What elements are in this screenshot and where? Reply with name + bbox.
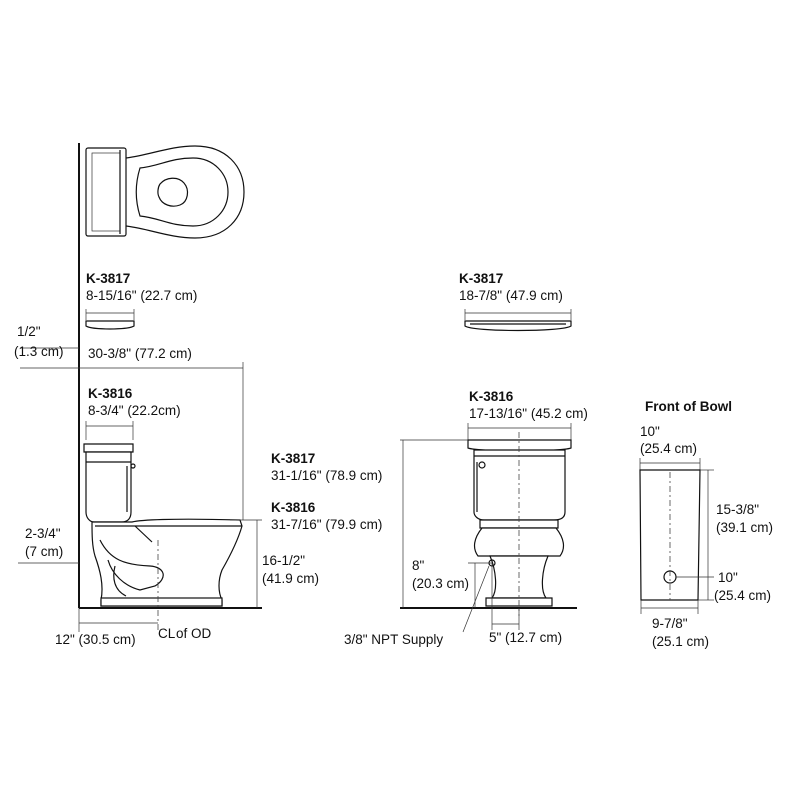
side-k3816-model: K-3816 (88, 386, 133, 401)
supply-leader (462, 565, 490, 633)
rim-height-label-cm: (7 cm) (25, 544, 63, 559)
bowl-top-width-label: 10" (640, 424, 660, 439)
rim-height-label: 2-3/4" (25, 526, 61, 541)
supply-offset-label: 5" (12.7 cm) (489, 630, 562, 645)
front-lid-k3817 (464, 309, 572, 332)
depth-label: 30-3/8" (77.2 cm) (88, 346, 192, 361)
top-seat-dim: 8-15/16" (22.7 cm) (86, 288, 197, 303)
half-inch-label-cm: (1.3 cm) (14, 344, 64, 359)
bowl-front-title: Front of Bowl (645, 399, 732, 414)
half-inch-label: 1/2" (17, 324, 41, 339)
cl-od-suffix: of OD (176, 626, 212, 641)
front-view-toilet (467, 439, 572, 607)
side-lid-k3817 (85, 309, 135, 330)
bowl-height-label: 15-3/8" (716, 502, 759, 517)
supply-height-label-cm: (20.3 cm) (412, 576, 469, 591)
supply-height-label: 8" (412, 558, 425, 573)
rough-in-label: 12" (30.5 cm) (55, 632, 136, 647)
side-k3816-dim: 8-3/4" (22.2cm) (88, 403, 181, 418)
side-view-toilet (83, 443, 243, 607)
bowl-outlet-label-cm: (25.4 cm) (714, 588, 771, 603)
bowl-bottom-width-label-cm: (25.1 cm) (652, 634, 709, 649)
height-k3816-model: K-3816 (271, 500, 316, 515)
top-view-toilet (85, 145, 245, 239)
bowl-height-label-cm: (41.9 cm) (262, 571, 319, 586)
height-k3817-model: K-3817 (271, 451, 315, 466)
height-k3816-dim: 31-7/16" (79.9 cm) (271, 517, 382, 532)
front-k3817-dim: 18-7/8" (47.9 cm) (459, 288, 563, 303)
bowl-top-width-label-cm: (25.4 cm) (640, 441, 697, 456)
height-k3817-dim: 31-1/16" (78.9 cm) (271, 468, 382, 483)
cl-od-label: CL (158, 626, 176, 641)
front-k3817-model: K-3817 (459, 271, 503, 286)
bowl-outlet-label: 10" (718, 570, 738, 585)
bowl-bottom-width-label: 9-7/8" (652, 616, 688, 631)
top-seat-model: K-3817 (86, 271, 130, 286)
bowl-height-label-cm: (39.1 cm) (716, 520, 773, 535)
front-k3816-model: K-3816 (469, 389, 514, 404)
front-k3816-dim: 17-13/16" (45.2 cm) (469, 406, 588, 421)
supply-label: 3/8" NPT Supply (344, 632, 443, 647)
bowl-height-label: 16-1/2" (262, 553, 305, 568)
